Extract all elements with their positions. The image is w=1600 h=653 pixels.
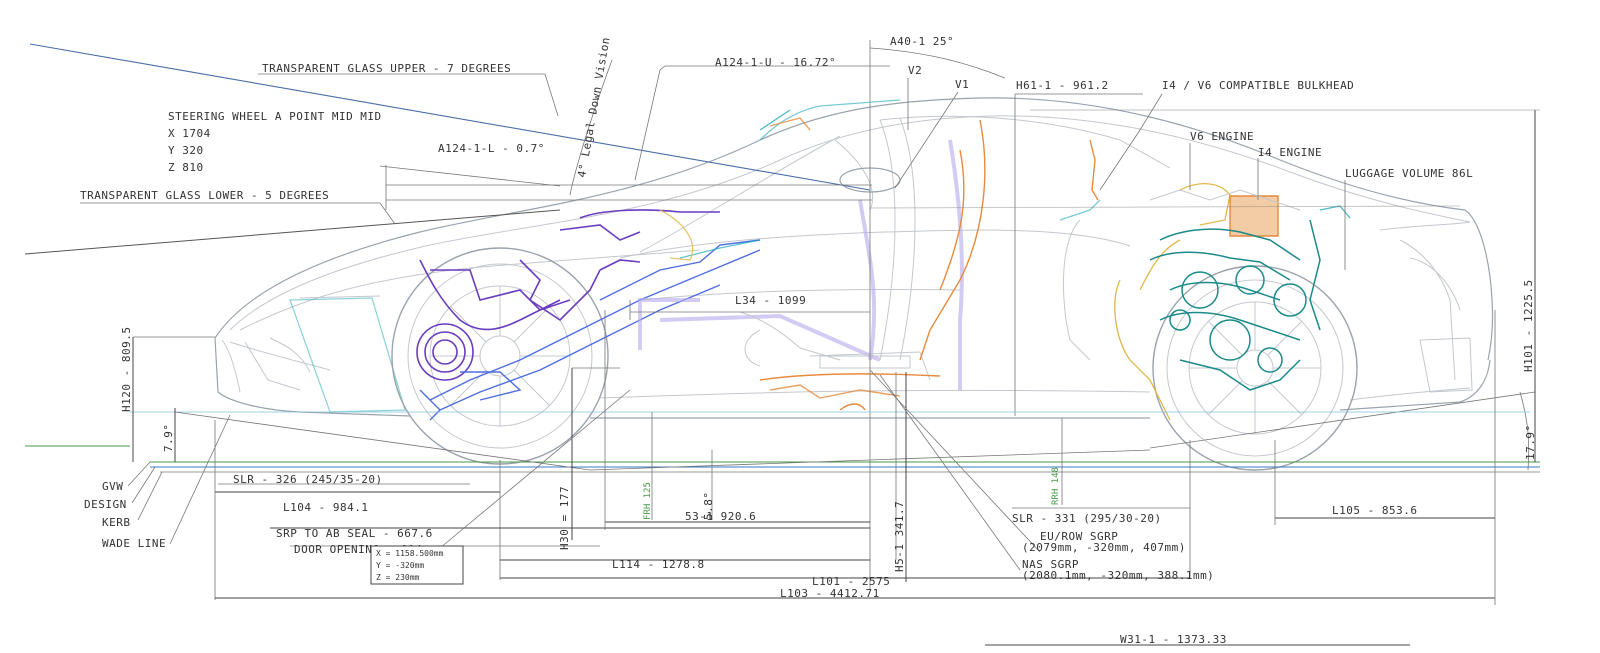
coordinate-box: X = 1158.500mm Y = -320mm Z = 230mm: [370, 545, 464, 585]
label-l105: L105 - 853.6: [1332, 504, 1417, 517]
label-l103: L103 - 4412.71: [780, 587, 880, 600]
annotation-labels: TRANSPARENT GLASS UPPER - 7 DEGREES STEE…: [80, 35, 1537, 646]
label-rrh: RRH 148: [1051, 467, 1061, 505]
box-z: Z = 230mm: [376, 573, 420, 582]
label-h5: H5-1 341.7: [893, 501, 906, 572]
label-bulkhead: I4 / V6 COMPATIBLE BULKHEAD: [1162, 79, 1354, 92]
label-srp-ab: SRP TO AB SEAL - 667.6: [276, 527, 433, 540]
label-h120: H120 - 809.5: [120, 327, 133, 412]
label-v1: V1: [955, 78, 969, 91]
label-v2: V2: [908, 64, 922, 77]
label-steering-title: STEERING WHEEL A POINT MID MID: [168, 110, 382, 123]
label-a124-u: A124-1-U - 16.72°: [715, 56, 836, 69]
label-h61: H61-1 - 961.2: [1016, 79, 1109, 92]
front-wheel: [391, 247, 609, 465]
label-frh: FRH 125: [643, 482, 653, 520]
front-wiring-harness: [419, 209, 761, 421]
dimension-lines: [127, 109, 1540, 646]
box-x: X = 1158.500mm: [376, 549, 444, 558]
label-l114: L114 - 1278.8: [612, 558, 705, 571]
label-glass-upper: TRANSPARENT GLASS UPPER - 7 DEGREES: [262, 62, 511, 75]
label-legal-vision: 4° Legal Down Vision: [575, 36, 613, 179]
label-a124-l: A124-1-L - 0.7°: [438, 142, 545, 155]
label-l34: L34 - 1099: [735, 294, 806, 307]
label-i4-engine: I4 ENGINE: [1258, 146, 1322, 159]
label-nas: NAS SGRP: [1022, 558, 1079, 571]
label-wade-line: WADE LINE: [102, 537, 166, 550]
box-y: Y = -320mm: [376, 561, 424, 570]
label-v6-engine: V6 ENGINE: [1190, 130, 1254, 143]
label-design: DESIGN: [84, 498, 127, 511]
label-kerb: KERB: [102, 516, 131, 529]
label-h101: H101 - 1225.5: [1522, 279, 1535, 372]
label-l104: L104 - 984.1: [283, 501, 368, 514]
label-nas-coords: (2080.1mm, -320mm, 388.1mm): [1022, 569, 1214, 582]
ground-lines: [25, 411, 1540, 473]
cabin-structure: [638, 99, 1101, 411]
label-eu-row: EU/ROW SGRP: [1040, 530, 1118, 543]
label-eu-row-coords: (2079mm, -320mm, 407mm): [1022, 541, 1186, 554]
label-w31: W31-1 - 1373.33: [1120, 633, 1227, 646]
engine-assembly: [1114, 183, 1351, 421]
label-steering-z: Z 810: [168, 161, 204, 174]
label-glass-lower: TRANSPARENT GLASS LOWER - 5 DEGREES: [80, 189, 329, 202]
label-slr-front: SLR - 326 (245/35-20): [233, 473, 383, 486]
label-angle-rear: 17.9°: [1524, 424, 1537, 460]
label-angle-mid: 5.8°: [702, 492, 715, 521]
rear-wheel: [1152, 265, 1358, 471]
label-slr-rear: SLR - 331 (295/30-20): [1012, 512, 1162, 525]
sight-lines: [24, 40, 1536, 590]
label-angle-front: 7.9°: [162, 424, 175, 453]
label-h30: H30 = 177: [558, 486, 571, 550]
label-a40: A40-1 25°: [890, 35, 954, 48]
label-steering-x: X 1704: [168, 127, 211, 140]
label-l53: 53-1 920.6: [685, 510, 756, 523]
label-gvw: GVW: [102, 480, 123, 493]
label-l101: L101 - 2575: [812, 575, 890, 588]
label-steering-y: Y 320: [168, 144, 204, 157]
label-luggage: LUGGAGE VOLUME 86L: [1345, 167, 1473, 180]
